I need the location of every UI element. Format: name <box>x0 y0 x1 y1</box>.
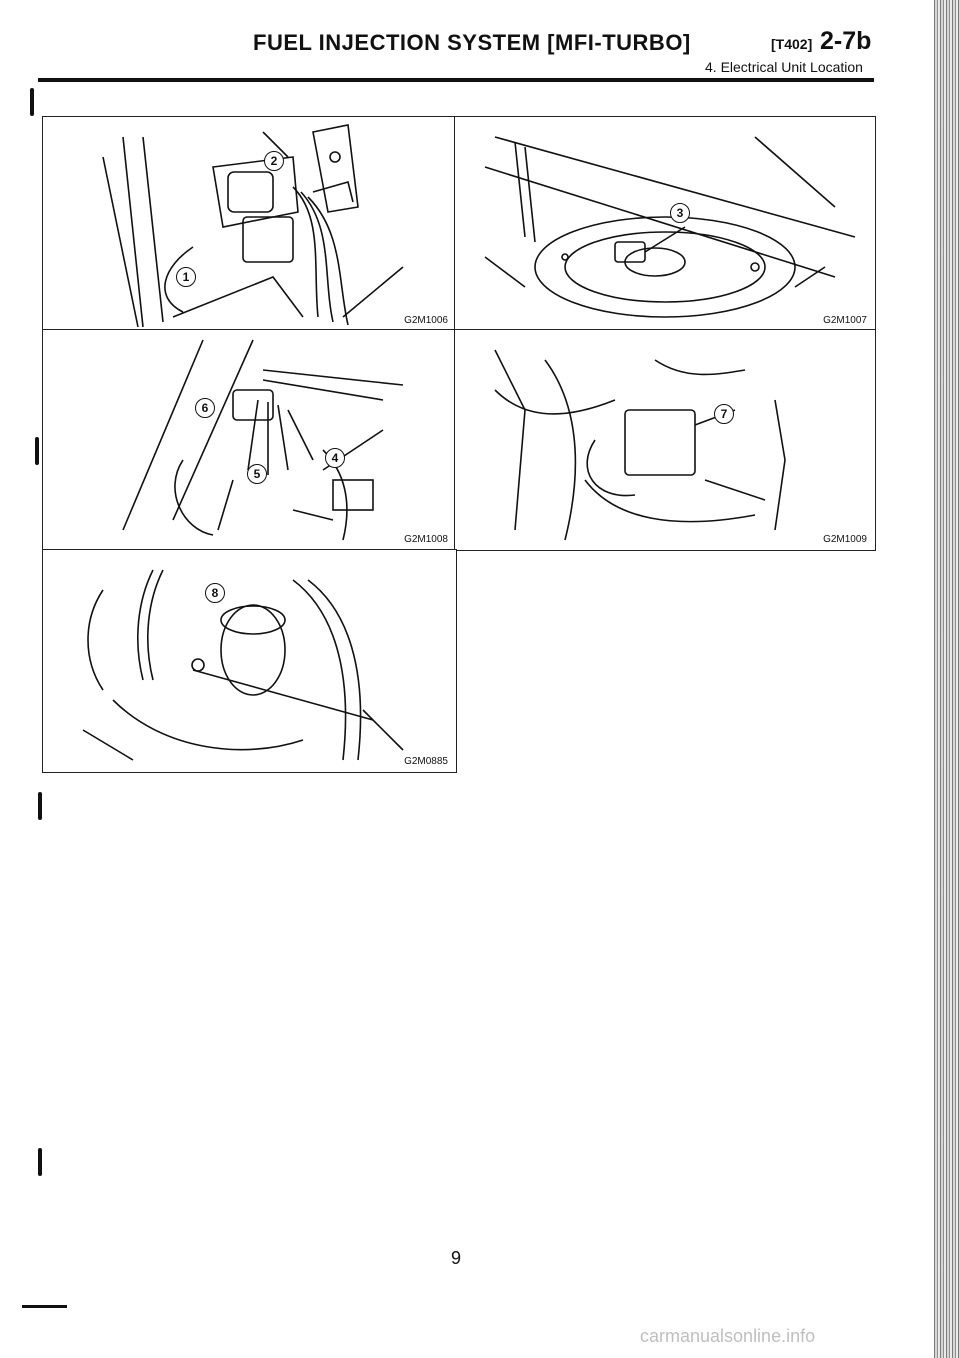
callout-2: 2 <box>264 151 284 171</box>
figure-g2m1009: 7 G2M1009 <box>454 329 876 551</box>
section-title: FUEL INJECTION SYSTEM [MFI-TURBO] <box>253 30 691 55</box>
callout-5: 5 <box>247 464 267 484</box>
callout-3: 3 <box>670 203 690 223</box>
watermark: carmanualsonline.info <box>640 1326 816 1346</box>
callout-1: 1 <box>176 267 196 287</box>
binding-mark <box>38 792 42 820</box>
figure-code: G2M1009 <box>821 534 869 545</box>
figure-code: G2M1008 <box>402 534 450 545</box>
connector-cluster-illustration <box>122 339 404 541</box>
page-reference: 2-7b <box>820 27 872 55</box>
figure-g2m1006: 2 1 G2M1006 <box>42 116 457 332</box>
figure-code: G2M1007 <box>821 315 869 326</box>
binding-mark <box>35 437 39 465</box>
callout-6: 6 <box>195 398 215 418</box>
scan-edge <box>934 0 960 1358</box>
engine-harness-illustration <box>102 124 404 328</box>
canister-illustration <box>82 569 404 761</box>
callout-8: 8 <box>205 583 225 603</box>
figure-code: G2M0885 <box>402 756 450 767</box>
figure-code: G2M1006 <box>402 315 450 326</box>
fuel-tank-illustration <box>484 136 856 318</box>
binding-mark <box>38 1148 42 1176</box>
callout-7: 7 <box>714 404 734 424</box>
figure-g2m0885: 8 G2M0885 <box>42 549 457 773</box>
footer-mark <box>22 1305 67 1308</box>
figure-g2m1008: 6 4 5 G2M1008 <box>42 329 457 551</box>
header-rule <box>38 78 874 82</box>
page-number: 9 <box>451 1248 462 1268</box>
figure-g2m1007: 3 G2M1007 <box>454 116 876 332</box>
section-code: [T402] <box>771 36 813 52</box>
section-subtitle: 4. Electrical Unit Location <box>705 59 863 75</box>
callout-4: 4 <box>325 448 345 468</box>
control-unit-illustration <box>494 349 786 541</box>
binding-mark <box>30 88 34 116</box>
